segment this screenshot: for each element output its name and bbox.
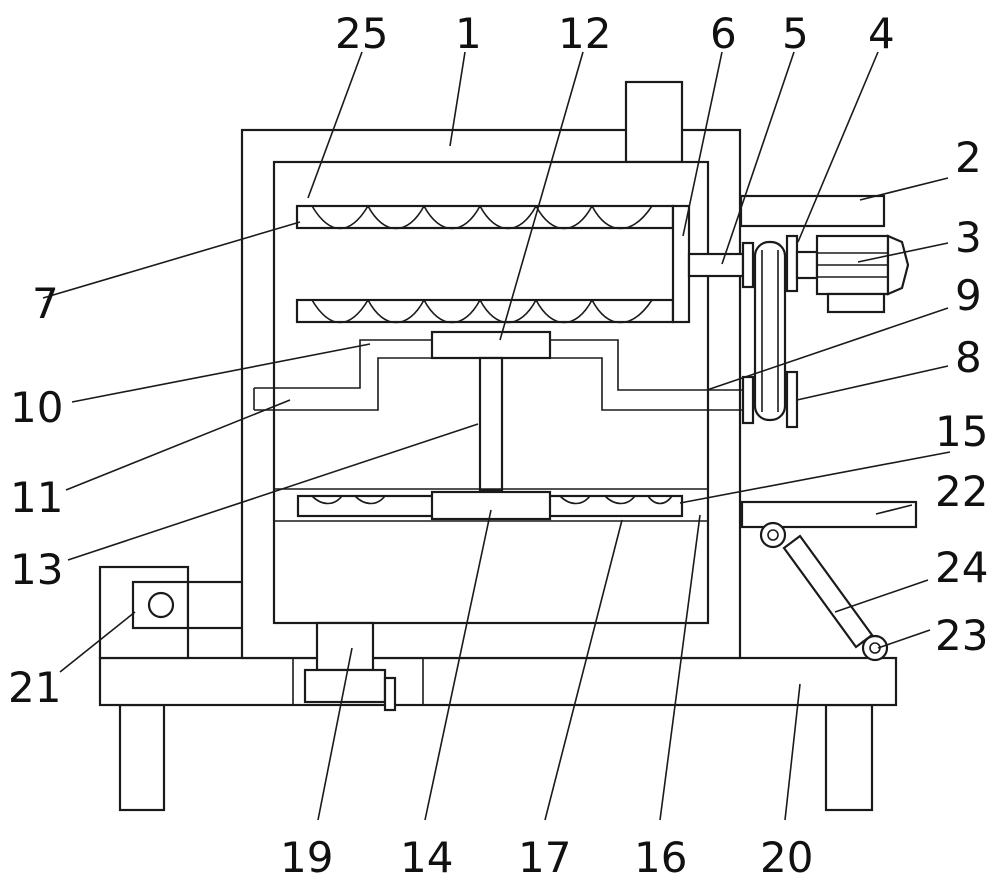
lower-roller [295, 298, 675, 324]
leader-25 [307, 51, 363, 199]
upper-hinge-pin [767, 529, 779, 541]
leader-11 [65, 399, 291, 491]
leader-15 [679, 451, 951, 504]
leader-23 [877, 629, 931, 649]
leader-24 [834, 579, 929, 613]
right-leg [824, 703, 874, 812]
discharge-pipe [315, 621, 375, 672]
leader-8 [796, 365, 949, 401]
label-25: 25 [335, 9, 388, 58]
leader-3 [857, 242, 949, 263]
support-cylinder [782, 534, 874, 649]
lower-spiral [311, 299, 653, 324]
leader-14 [424, 509, 492, 821]
slider-block [430, 490, 552, 521]
label-3: 3 [955, 213, 982, 262]
upper-flange-right [785, 234, 799, 293]
upper-spiral [311, 205, 653, 230]
crank-lower [254, 357, 743, 411]
leader-19 [317, 647, 353, 821]
motor-coupling [795, 250, 819, 280]
upper-flange-left [741, 241, 755, 289]
label-13: 13 [10, 545, 63, 594]
label-22: 22 [935, 467, 988, 516]
feed-pipe [624, 80, 684, 164]
label-23: 23 [935, 611, 988, 660]
leader-10 [71, 343, 371, 403]
label-4: 4 [868, 9, 895, 58]
leader-2 [859, 177, 949, 201]
leader-12 [499, 51, 584, 341]
lower-flange-left [741, 375, 755, 425]
shaft-upper [687, 252, 745, 278]
leader-5 [721, 51, 795, 265]
label-7: 7 [32, 279, 59, 328]
base-plate [98, 656, 898, 707]
leader-17 [544, 519, 623, 821]
label-21: 21 [8, 663, 61, 712]
label-5: 5 [782, 9, 809, 58]
label-15: 15 [935, 407, 988, 456]
screen-holes [311, 495, 673, 505]
motor-foot [826, 292, 886, 314]
leader-22 [875, 504, 913, 515]
label-24: 24 [935, 543, 988, 592]
leader-16 [659, 514, 701, 821]
label-1: 1 [455, 9, 482, 58]
leader-4 [797, 51, 879, 243]
label-11: 11 [10, 473, 63, 522]
motor-cap [886, 234, 910, 296]
leader-21 [59, 611, 136, 673]
bearing-block [671, 204, 691, 324]
label-6: 6 [710, 9, 737, 58]
bracket-arm [186, 580, 245, 630]
label-9: 9 [955, 271, 982, 320]
label-17: 17 [518, 833, 571, 882]
label-10: 10 [10, 383, 63, 432]
leader-6 [682, 51, 723, 237]
label-2: 2 [955, 133, 982, 182]
lower-flange-right [785, 370, 799, 429]
upper-roller [295, 204, 675, 230]
lower-hinge [861, 634, 889, 662]
label-19: 19 [280, 833, 333, 882]
leader-9 [706, 307, 949, 391]
leader-13 [67, 423, 479, 561]
upper-hinge [759, 521, 787, 549]
connecting-rod [478, 356, 504, 492]
label-8: 8 [955, 333, 982, 382]
label-12: 12 [558, 9, 611, 58]
motor-mount [739, 194, 886, 228]
label-14: 14 [400, 833, 453, 882]
belt [753, 240, 787, 422]
label-16: 16 [634, 833, 687, 882]
left-leg [118, 703, 166, 812]
leader-1 [449, 51, 466, 147]
connecting-block [430, 330, 552, 360]
leader-20 [784, 683, 801, 821]
valve-handle [383, 676, 397, 712]
label-20: 20 [760, 833, 813, 882]
pivot-pin [147, 591, 175, 619]
leader-7 [42, 221, 301, 299]
crank-upper [254, 339, 743, 391]
